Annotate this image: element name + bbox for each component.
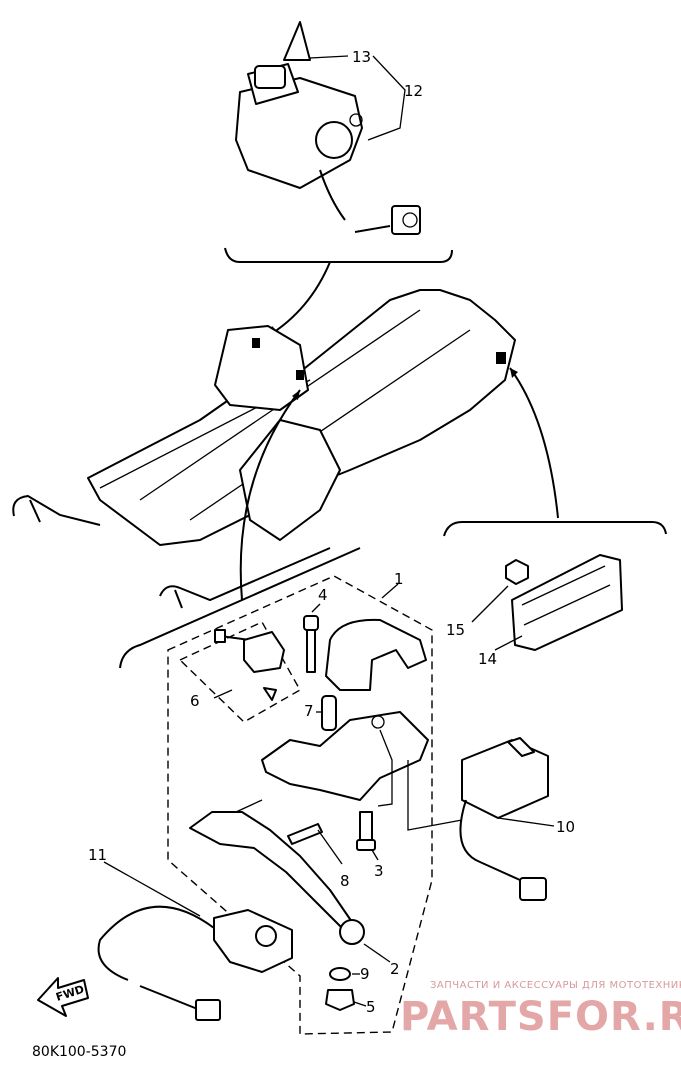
callout-1: 1 bbox=[394, 570, 404, 588]
callout-10: 10 bbox=[556, 818, 575, 836]
callout-12: 12 bbox=[404, 82, 423, 100]
pointer-arrow-top bbox=[267, 261, 331, 337]
watermark: ЗАПЧАСТИ И АКСЕССУАРЫ ДЛЯ МОТОТЕХНИКИ PA… bbox=[400, 980, 681, 1040]
callout-8: 8 bbox=[340, 872, 350, 890]
callout-13: 13 bbox=[352, 48, 371, 66]
pointer-arrow-reflector bbox=[509, 367, 559, 519]
detail-bracket-lever bbox=[119, 547, 361, 669]
nut-5 bbox=[325, 989, 355, 1011]
pin-7 bbox=[321, 695, 337, 731]
reflector-group bbox=[505, 554, 623, 651]
detail-bracket-reflector bbox=[443, 521, 667, 537]
callout-2: 2 bbox=[390, 960, 400, 978]
detail-bracket-top bbox=[224, 247, 453, 263]
callout-3: 3 bbox=[374, 862, 384, 880]
bolt-3 bbox=[356, 811, 376, 851]
callout-14: 14 bbox=[478, 650, 497, 668]
callout-4: 4 bbox=[318, 586, 328, 604]
brake-lever-2 bbox=[189, 799, 365, 945]
screw-and-clamp-6 bbox=[214, 629, 285, 701]
callout-7: 7 bbox=[304, 702, 314, 720]
forward-arrow-icon: FWD bbox=[37, 977, 89, 1017]
callout-15: 15 bbox=[446, 621, 465, 639]
assembly-boundary bbox=[167, 575, 433, 1035]
callout-6: 6 bbox=[190, 692, 200, 710]
brake-switch-11 bbox=[97, 905, 293, 1021]
callout-11: 11 bbox=[88, 846, 107, 864]
snowmobile-outline bbox=[12, 289, 516, 609]
handlebar-switch-assembly bbox=[235, 21, 421, 235]
washer-9 bbox=[329, 967, 351, 981]
screw-8 bbox=[287, 823, 323, 845]
watermark-tagline: ЗАПЧАСТИ И АКСЕССУАРЫ ДЛЯ МОТОТЕХНИКИ bbox=[430, 980, 681, 991]
subassembly-6-boundary bbox=[178, 621, 301, 723]
lever-cover bbox=[325, 618, 427, 691]
watermark-brand: PARTSFOR.RU bbox=[400, 994, 681, 1040]
callout-9: 9 bbox=[360, 965, 370, 983]
drawing-code: 80K100-5370 bbox=[32, 1044, 126, 1060]
switch-unit-10 bbox=[459, 737, 549, 901]
bolt-4 bbox=[303, 615, 319, 673]
lever-bracket bbox=[261, 711, 429, 801]
callout-5: 5 bbox=[366, 998, 376, 1016]
pointer-arrow-lever bbox=[239, 389, 301, 601]
